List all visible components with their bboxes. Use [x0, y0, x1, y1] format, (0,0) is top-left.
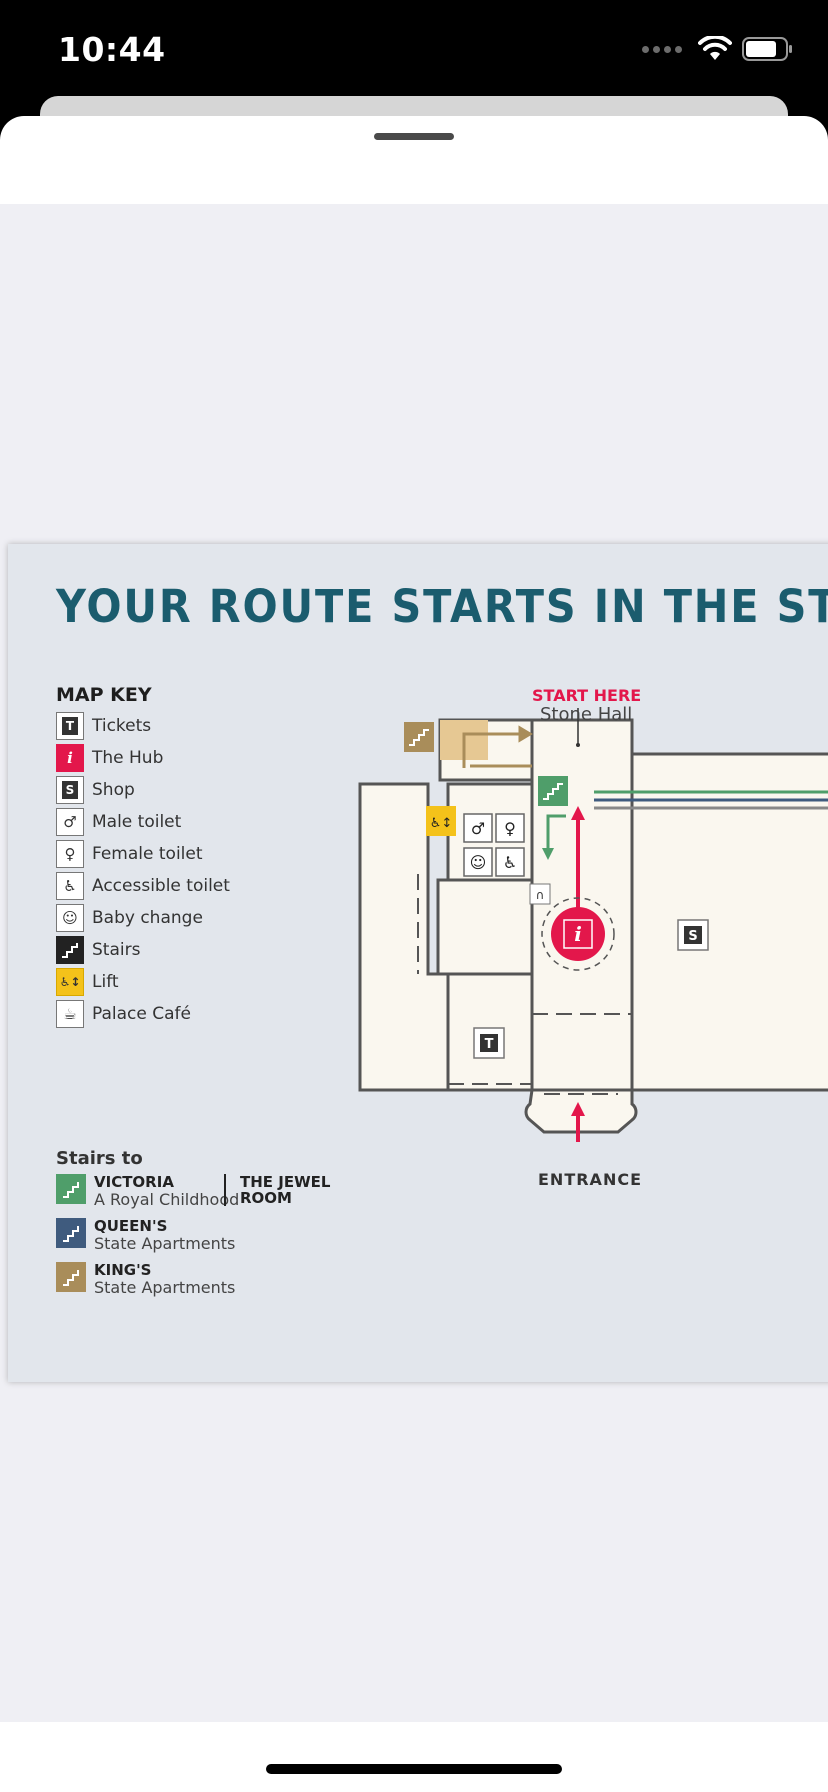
stairs-queens: QUEEN'S State Apartments — [56, 1218, 235, 1252]
wifi-icon — [698, 36, 732, 60]
svg-text:♿: ♿ — [503, 853, 517, 872]
key-item-male-toilet: ♂ Male toilet — [56, 808, 181, 836]
clock: 10:44 — [58, 30, 166, 69]
baby-change-icon: ☺ — [56, 904, 84, 932]
key-item-cafe: ☕ Palace Café — [56, 1000, 191, 1028]
stairs-icon — [56, 936, 84, 964]
key-item-female-toilet: ♀ Female toilet — [56, 840, 203, 868]
sheet-grabber[interactable] — [374, 133, 454, 140]
map-key-heading: MAP KEY — [56, 684, 152, 706]
start-location-label: Stone Hall — [540, 704, 633, 725]
map-title: YOUR ROUTE STARTS IN THE STONE HALL — [56, 580, 828, 633]
female-toilet-icon: ♀ — [56, 840, 84, 868]
start-here-label: START HERE — [532, 686, 642, 705]
queens-stairs-icon — [56, 1218, 86, 1248]
route-map-image[interactable]: ♿↕ ♂ ♀ ☺ ♿ — [8, 544, 828, 1382]
key-item-baby-change: ☺ Baby change — [56, 904, 203, 932]
home-indicator[interactable] — [266, 1764, 562, 1774]
svg-text:☺: ☺ — [470, 853, 487, 872]
svg-text:♿↕: ♿↕ — [430, 816, 453, 831]
status-icons — [642, 34, 794, 64]
svg-text:♂: ♂ — [471, 819, 485, 838]
key-item-shop: S Shop — [56, 776, 135, 804]
info-icon: i — [56, 744, 84, 772]
image-viewer[interactable]: ♿↕ ♂ ♀ ☺ ♿ — [0, 204, 828, 1722]
jewel-room-label: THE JEWEL ROOM — [224, 1174, 334, 1206]
battery-icon — [742, 37, 792, 61]
wheelchair-icon: ♿ — [56, 872, 84, 900]
svg-text:i: i — [574, 922, 582, 946]
svg-text:∩: ∩ — [536, 888, 545, 902]
male-toilet-icon: ♂ — [56, 808, 84, 836]
key-item-stairs: Stairs — [56, 936, 140, 964]
key-item-accessible-toilet: ♿ Accessible toilet — [56, 872, 230, 900]
stairs-kings: KING'S State Apartments — [56, 1262, 235, 1296]
key-item-tickets: T Tickets — [56, 712, 151, 740]
key-item-hub: i The Hub — [56, 744, 163, 772]
key-item-lift: ♿↕ Lift — [56, 968, 119, 996]
stairs-heading: Stairs to — [56, 1148, 143, 1169]
svg-text:T: T — [485, 1037, 494, 1052]
svg-text:S: S — [688, 929, 697, 944]
svg-text:♀: ♀ — [504, 819, 516, 838]
victoria-stairs-icon — [56, 1174, 86, 1204]
lift-icon: ♿↕ — [56, 968, 84, 996]
modal-sheet: ♿↕ ♂ ♀ ☺ ♿ — [0, 116, 828, 1792]
kings-stairs-icon — [56, 1262, 86, 1292]
stairs-victoria: VICTORIA A Royal Childhood — [56, 1174, 239, 1208]
entrance-label: ENTRANCE — [538, 1170, 642, 1189]
cafe-cup-icon: ☕ — [56, 1000, 84, 1028]
ticket-icon: T — [56, 712, 84, 740]
shop-bag-icon: S — [56, 776, 84, 804]
floor-plan: ♿↕ ♂ ♀ ☺ ♿ — [358, 708, 828, 1142]
status-bar: 10:44 — [0, 0, 828, 100]
signal-icon — [642, 45, 682, 53]
